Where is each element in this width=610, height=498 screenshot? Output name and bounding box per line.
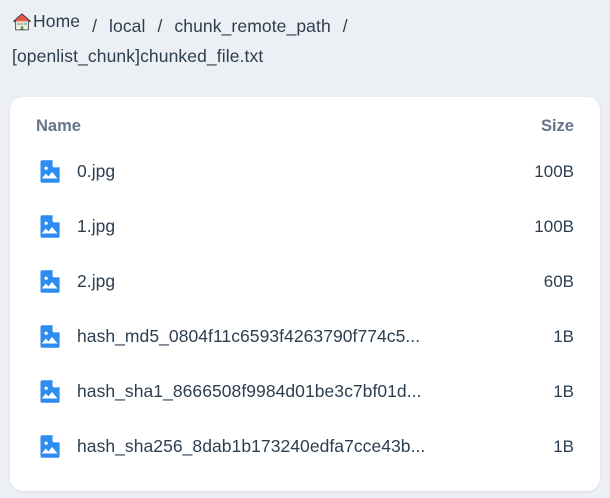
- file-size: 1B: [553, 381, 574, 401]
- file-name-cell[interactable]: 1.jpg: [36, 213, 518, 240]
- file-list-card: Name Size 0.jpg 100B: [10, 97, 600, 491]
- file-name: 0.jpg: [77, 161, 116, 181]
- image-file-icon: [40, 160, 60, 183]
- file-rows: 0.jpg 100B 1.jpg 100B: [10, 144, 600, 474]
- file-size: 1B: [553, 436, 574, 456]
- breadcrumb-item-chunk-remote-path[interactable]: chunk_remote_path: [174, 16, 331, 36]
- file-name: hash_sha1_8666508f9984d01be3c7bf01d...: [77, 381, 422, 401]
- breadcrumb-item-home[interactable]: Home: [12, 6, 80, 36]
- file-name-cell[interactable]: hash_sha256_8dab1b173240edfa7cce43b...: [36, 433, 537, 460]
- file-name-cell[interactable]: 2.jpg: [36, 268, 528, 295]
- file-name: 1.jpg: [77, 216, 116, 236]
- table-header: Name Size: [10, 97, 600, 144]
- file-name: hash_sha256_8dab1b173240edfa7cce43b...: [77, 436, 426, 456]
- breadcrumb-item-current-file[interactable]: [openlist_chunk]chunked_file.txt: [12, 46, 264, 66]
- table-row[interactable]: hash_sha1_8666508f9984d01be3c7bf01d... 1…: [10, 364, 600, 419]
- file-name: hash_md5_0804f11c6593f4263790f774c5...: [77, 326, 421, 346]
- image-file-icon: [40, 380, 60, 403]
- home-icon: [12, 11, 32, 31]
- file-name: 2.jpg: [77, 271, 116, 291]
- image-file-icon: [40, 215, 60, 238]
- image-file-icon: [40, 270, 60, 293]
- table-row[interactable]: hash_sha256_8dab1b173240edfa7cce43b... 1…: [10, 419, 600, 474]
- table-row[interactable]: 0.jpg 100B: [10, 144, 600, 199]
- image-file-icon: [40, 325, 60, 348]
- breadcrumb: Home / local / chunk_remote_path / [open…: [0, 0, 610, 71]
- breadcrumb-separator: /: [92, 16, 98, 36]
- column-header-name[interactable]: Name: [36, 117, 81, 135]
- file-name-cell[interactable]: 0.jpg: [36, 158, 518, 185]
- file-name-cell[interactable]: hash_md5_0804f11c6593f4263790f774c5...: [36, 323, 537, 350]
- table-row[interactable]: 2.jpg 60B: [10, 254, 600, 309]
- table-row[interactable]: 1.jpg 100B: [10, 199, 600, 254]
- table-row[interactable]: hash_md5_0804f11c6593f4263790f774c5... 1…: [10, 309, 600, 364]
- breadcrumb-item-local[interactable]: local: [109, 16, 146, 36]
- file-size: 1B: [553, 326, 574, 346]
- file-name-cell[interactable]: hash_sha1_8666508f9984d01be3c7bf01d...: [36, 378, 537, 405]
- file-size: 100B: [534, 161, 574, 181]
- file-size: 100B: [534, 216, 574, 236]
- column-header-size[interactable]: Size: [540, 117, 574, 135]
- breadcrumb-separator: /: [342, 16, 348, 36]
- breadcrumb-separator: /: [157, 16, 163, 36]
- image-file-icon: [40, 435, 60, 458]
- file-size: 60B: [543, 271, 574, 291]
- breadcrumb-item-home-label: Home: [33, 11, 81, 31]
